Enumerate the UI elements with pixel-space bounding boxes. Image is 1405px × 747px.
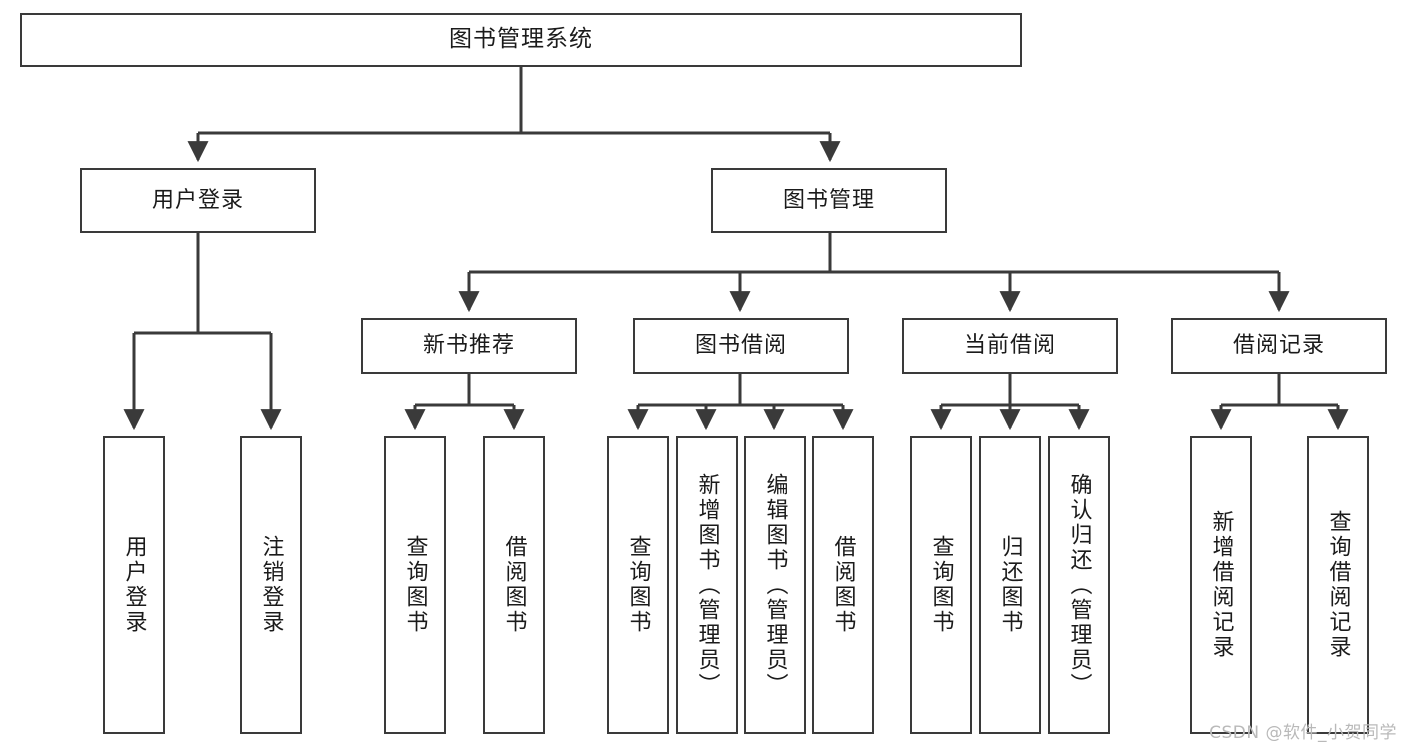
node-label: 新增借阅记录 bbox=[1208, 510, 1234, 660]
leaf-query-book-new[interactable]: 查询图书 bbox=[384, 436, 446, 734]
node-book-borrow[interactable]: 图书借阅 bbox=[633, 318, 849, 374]
leaf-return-book[interactable]: 归还图书 bbox=[979, 436, 1041, 734]
node-user-login[interactable]: 用户登录 bbox=[80, 168, 316, 233]
node-label: 借阅图书 bbox=[501, 535, 527, 635]
node-label: 查询图书 bbox=[402, 535, 428, 635]
node-label: 新书推荐 bbox=[422, 333, 515, 359]
leaf-query-book-current[interactable]: 查询图书 bbox=[910, 436, 972, 734]
leaf-add-book-admin[interactable]: 新增图书（管理员） bbox=[676, 436, 738, 734]
node-label: 图书借阅 bbox=[694, 333, 787, 359]
leaf-confirm-return-admin[interactable]: 确认归还（管理员） bbox=[1048, 436, 1110, 734]
node-label: 借阅记录 bbox=[1232, 333, 1325, 359]
node-label: 借阅图书 bbox=[830, 535, 856, 635]
node-label: 归还图书 bbox=[997, 535, 1023, 635]
node-label: 用户登录 bbox=[151, 187, 244, 213]
node-label: 用户登录 bbox=[121, 535, 147, 635]
node-label: 查询借阅记录 bbox=[1325, 510, 1351, 660]
leaf-user-login[interactable]: 用户登录 bbox=[103, 436, 165, 734]
node-label: 确认归还（管理员） bbox=[1066, 472, 1092, 698]
node-current-borrow[interactable]: 当前借阅 bbox=[902, 318, 1118, 374]
leaf-add-borrow-record[interactable]: 新增借阅记录 bbox=[1190, 436, 1252, 734]
node-label: 注销登录 bbox=[258, 535, 284, 635]
node-label: 图书管理 bbox=[782, 187, 875, 213]
node-borrow-records[interactable]: 借阅记录 bbox=[1171, 318, 1387, 374]
node-new-book-recommend[interactable]: 新书推荐 bbox=[361, 318, 577, 374]
leaf-logout[interactable]: 注销登录 bbox=[240, 436, 302, 734]
node-label: 查询图书 bbox=[625, 535, 651, 635]
leaf-borrow-book-new[interactable]: 借阅图书 bbox=[483, 436, 545, 734]
node-label: 当前借阅 bbox=[963, 333, 1056, 359]
leaf-query-borrow-record[interactable]: 查询借阅记录 bbox=[1307, 436, 1369, 734]
node-book-management[interactable]: 图书管理 bbox=[711, 168, 947, 233]
leaf-query-book-borrow[interactable]: 查询图书 bbox=[607, 436, 669, 734]
node-label: 图书管理系统 bbox=[449, 26, 593, 53]
node-label: 新增图书（管理员） bbox=[694, 472, 720, 698]
leaf-borrow-book[interactable]: 借阅图书 bbox=[812, 436, 874, 734]
node-root[interactable]: 图书管理系统 bbox=[20, 13, 1022, 67]
node-label: 查询图书 bbox=[928, 535, 954, 635]
node-label: 编辑图书（管理员） bbox=[762, 472, 788, 698]
leaf-edit-book-admin[interactable]: 编辑图书（管理员） bbox=[744, 436, 806, 734]
